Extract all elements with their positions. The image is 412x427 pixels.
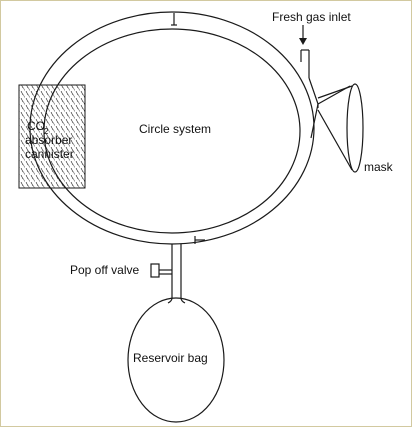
fresh-gas-inlet-tube: [300, 49, 310, 78]
fresh-gas-inlet-label: Fresh gas inlet: [272, 10, 351, 24]
inspiratory-valve: [171, 13, 177, 26]
cannister-label: cannister: [25, 147, 74, 161]
co2-label: CO: [27, 119, 45, 133]
absorber-label: absorber: [25, 133, 72, 147]
mask-icon: [317, 83, 364, 173]
reservoir-bag-label: Reservoir bag: [133, 351, 208, 365]
pop-off-valve: [150, 263, 172, 278]
mask-connector: [308, 77, 351, 139]
mask-label: mask: [364, 160, 394, 174]
pop-off-valve-label: Pop off valve: [70, 263, 139, 277]
fresh-gas-arrow-icon: [299, 25, 307, 45]
reservoir-bag: [127, 297, 225, 423]
circle-system-label: Circle system: [139, 122, 211, 136]
co2-absorber-cannister: [18, 84, 86, 189]
expiratory-valve: [194, 236, 205, 244]
co2-subscript: 2: [44, 127, 49, 136]
